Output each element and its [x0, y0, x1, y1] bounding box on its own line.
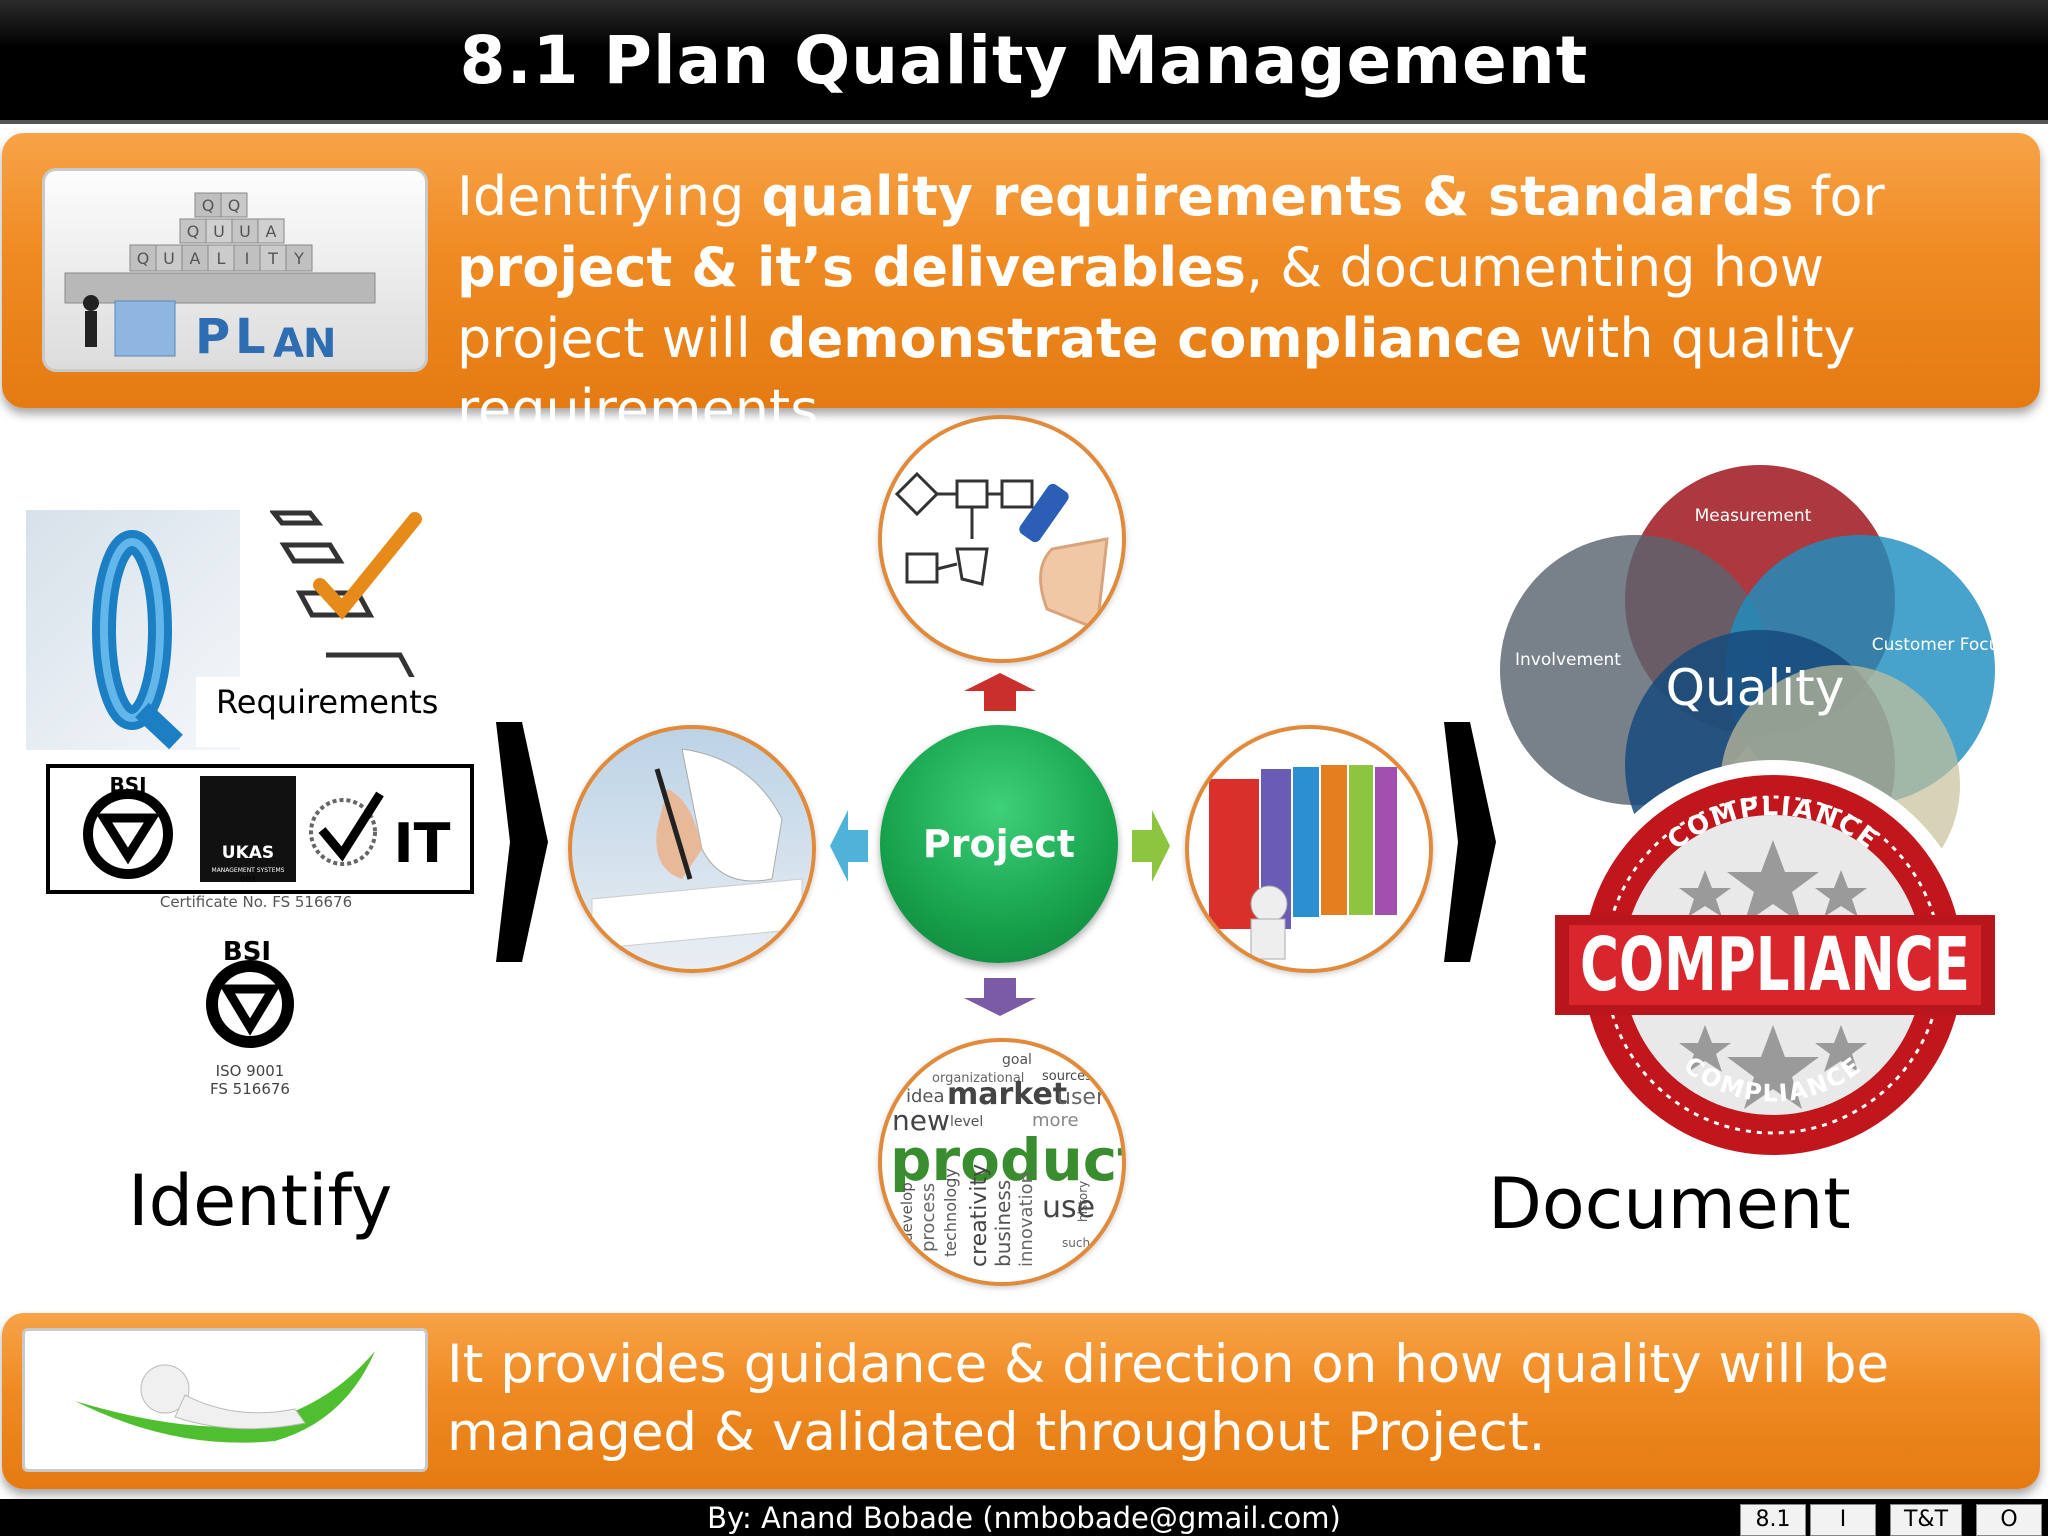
- plan-block-letter: L: [217, 249, 226, 268]
- compliance-badge: COMPLIANCE COMPLIANCE COMPLIANCE: [1555, 760, 2015, 1170]
- wordcloud-word: process: [918, 1183, 939, 1252]
- arrow-down-icon: [964, 978, 1036, 1016]
- definition-segment: for: [1793, 165, 1885, 228]
- plan-block-letter: I: [245, 249, 250, 268]
- summary-text: It provides guidance & direction on how …: [447, 1334, 1890, 1463]
- wordcloud-word: new: [892, 1104, 950, 1137]
- wordcloud-word: product: [890, 1126, 1122, 1194]
- fs-text: FS 516676: [210, 1080, 290, 1098]
- ukas-sub-text: MANAGEMENT SYSTEMS: [212, 867, 285, 874]
- document-chevron: [1438, 722, 1498, 962]
- wordcloud-word: develop: [898, 1182, 916, 1242]
- quality-plan-image: Q Q Q U U A Q U A L I T Y P L A N: [42, 168, 428, 372]
- definition-emphasis: demonstrate compliance: [767, 307, 1522, 370]
- project-label: Project: [922, 822, 1076, 866]
- arrow-left-icon: [830, 810, 868, 882]
- arrow-up-icon: [964, 673, 1036, 711]
- bsi-iso-logo: BSI ISO 9001 FS 516676: [165, 932, 345, 1102]
- summary-banner: It provides guidance & direction on how …: [2, 1313, 2040, 1489]
- plan-block-letter: T: [267, 249, 278, 268]
- definition-emphasis: quality requirements & standards: [761, 165, 1794, 228]
- plan-block-letter: Y: [293, 249, 304, 268]
- definition-segment: Identifying: [457, 165, 762, 228]
- definition-segment: , & documenting how project will: [457, 236, 1825, 370]
- checklist-icon: [268, 505, 470, 685]
- flowchart-circle: [878, 415, 1126, 663]
- definition-segment: with quality requirements.: [457, 307, 1856, 441]
- nav-button-section[interactable]: 8.1: [1740, 1504, 1806, 1536]
- badge-main-text: COMPLIANCE: [1580, 922, 1970, 1008]
- nav-button-tools[interactable]: T&T: [1890, 1504, 1962, 1536]
- plan-block-letter: U: [239, 222, 251, 241]
- definition-text: Identifying quality requirements & stand…: [457, 161, 2017, 445]
- signing-circle: [568, 725, 816, 973]
- wordcloud-word: such: [1062, 1236, 1090, 1250]
- requirements-label: Requirements: [196, 677, 486, 747]
- plan-word-letter: N: [303, 321, 336, 367]
- page-title: 8.1 Plan Quality Management: [459, 21, 1589, 99]
- wordcloud-word: more: [1032, 1110, 1079, 1131]
- wordcloud-word: level: [950, 1114, 983, 1130]
- iso-text: ISO 9001: [216, 1062, 285, 1080]
- nav-button-outputs[interactable]: O: [1976, 1504, 2042, 1536]
- relaxing-figure-image: [22, 1328, 428, 1472]
- nav-button-inputs[interactable]: I: [1810, 1504, 1876, 1536]
- plan-word-letter: P: [195, 309, 230, 365]
- wordcloud-circle: goal organizational sources idea market …: [878, 1038, 1126, 1286]
- certification-logos: BSI UKAS MANAGEMENT SYSTEMS 003 IT: [46, 764, 474, 894]
- identify-label: Identify: [128, 1160, 393, 1242]
- plan-block-letter: A: [266, 222, 277, 241]
- title-bar: 8.1 Plan Quality Management: [0, 0, 2048, 124]
- certificate-number: Certificate No. FS 516676: [159, 893, 353, 911]
- wordcloud-word: organizational: [932, 1071, 1024, 1086]
- wordcloud-word: business: [991, 1180, 1015, 1267]
- wordcloud-word: creativity: [967, 1164, 992, 1267]
- plan-block-letter: Q: [202, 196, 215, 215]
- wordcloud-word: sources: [1042, 1069, 1092, 1084]
- definition-emphasis: project & it’s deliverables: [457, 236, 1246, 299]
- identify-chevron: [490, 722, 550, 962]
- definition-banner: Q Q Q U U A Q U A L I T Y P L A N: [2, 133, 2040, 441]
- venn-label-left: Involvement: [1515, 650, 1621, 670]
- document-label: Document: [1488, 1163, 1851, 1245]
- plan-block-letter: A: [190, 249, 201, 268]
- arrow-right-icon: [1132, 810, 1170, 882]
- author-credit: By: Anand Bobade (nmbobade@gmail.com): [707, 1501, 1341, 1535]
- footer: By: Anand Bobade (nmbobade@gmail.com): [0, 1499, 2048, 1536]
- wordcloud-word: use: [1042, 1190, 1095, 1225]
- venn-label-right: Customer Focus: [1872, 635, 2009, 655]
- project-hub: Project: [880, 725, 1118, 963]
- wordcloud-word: innovation: [1016, 1172, 1037, 1267]
- wordcloud-word: market: [947, 1077, 1067, 1112]
- plan-block-letter: Q: [228, 196, 241, 215]
- wordcloud-word: idea: [906, 1086, 945, 1107]
- plan-block-letter: Q: [137, 249, 150, 268]
- wordcloud-word: history: [1076, 1181, 1090, 1222]
- plan-word-letter: A: [273, 321, 304, 367]
- venn-label-top: Measurement: [1695, 506, 1812, 526]
- it-mark: IT: [394, 812, 451, 875]
- plan-block-letter: U: [213, 222, 225, 241]
- wordcloud-word: goal: [1002, 1052, 1032, 1068]
- plan-block-letter: Q: [187, 222, 200, 241]
- binders-circle: [1185, 725, 1433, 973]
- wordcloud-word: user: [1057, 1085, 1106, 1110]
- ukas-text: UKAS: [222, 843, 274, 863]
- plan-block-letter: U: [163, 249, 175, 268]
- venn-label-center: Quality: [1666, 659, 1845, 717]
- wordcloud-word: technology: [941, 1168, 960, 1257]
- ukas-number: 003: [240, 875, 255, 884]
- plan-word-letter: L: [235, 309, 266, 365]
